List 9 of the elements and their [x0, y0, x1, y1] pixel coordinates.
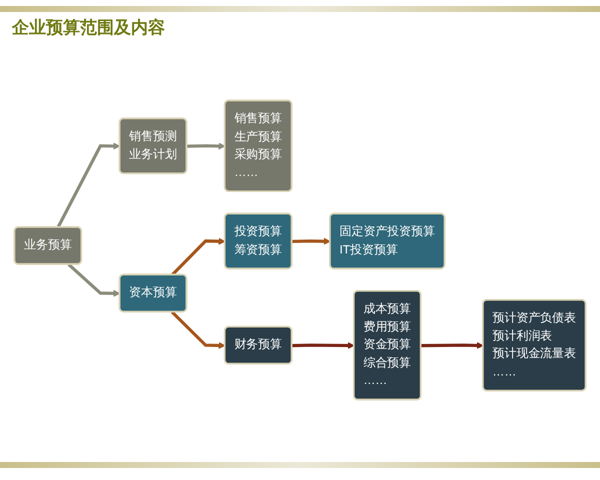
diagram-title: 企业预算范围及内容	[12, 17, 165, 39]
arrow	[170, 310, 226, 349]
arrow	[292, 342, 354, 350]
arrow	[421, 342, 484, 349]
arrow	[186, 142, 226, 150]
arrow	[68, 263, 120, 297]
arrow	[292, 238, 331, 245]
arrow	[56, 142, 120, 228]
arrow	[170, 238, 226, 276]
